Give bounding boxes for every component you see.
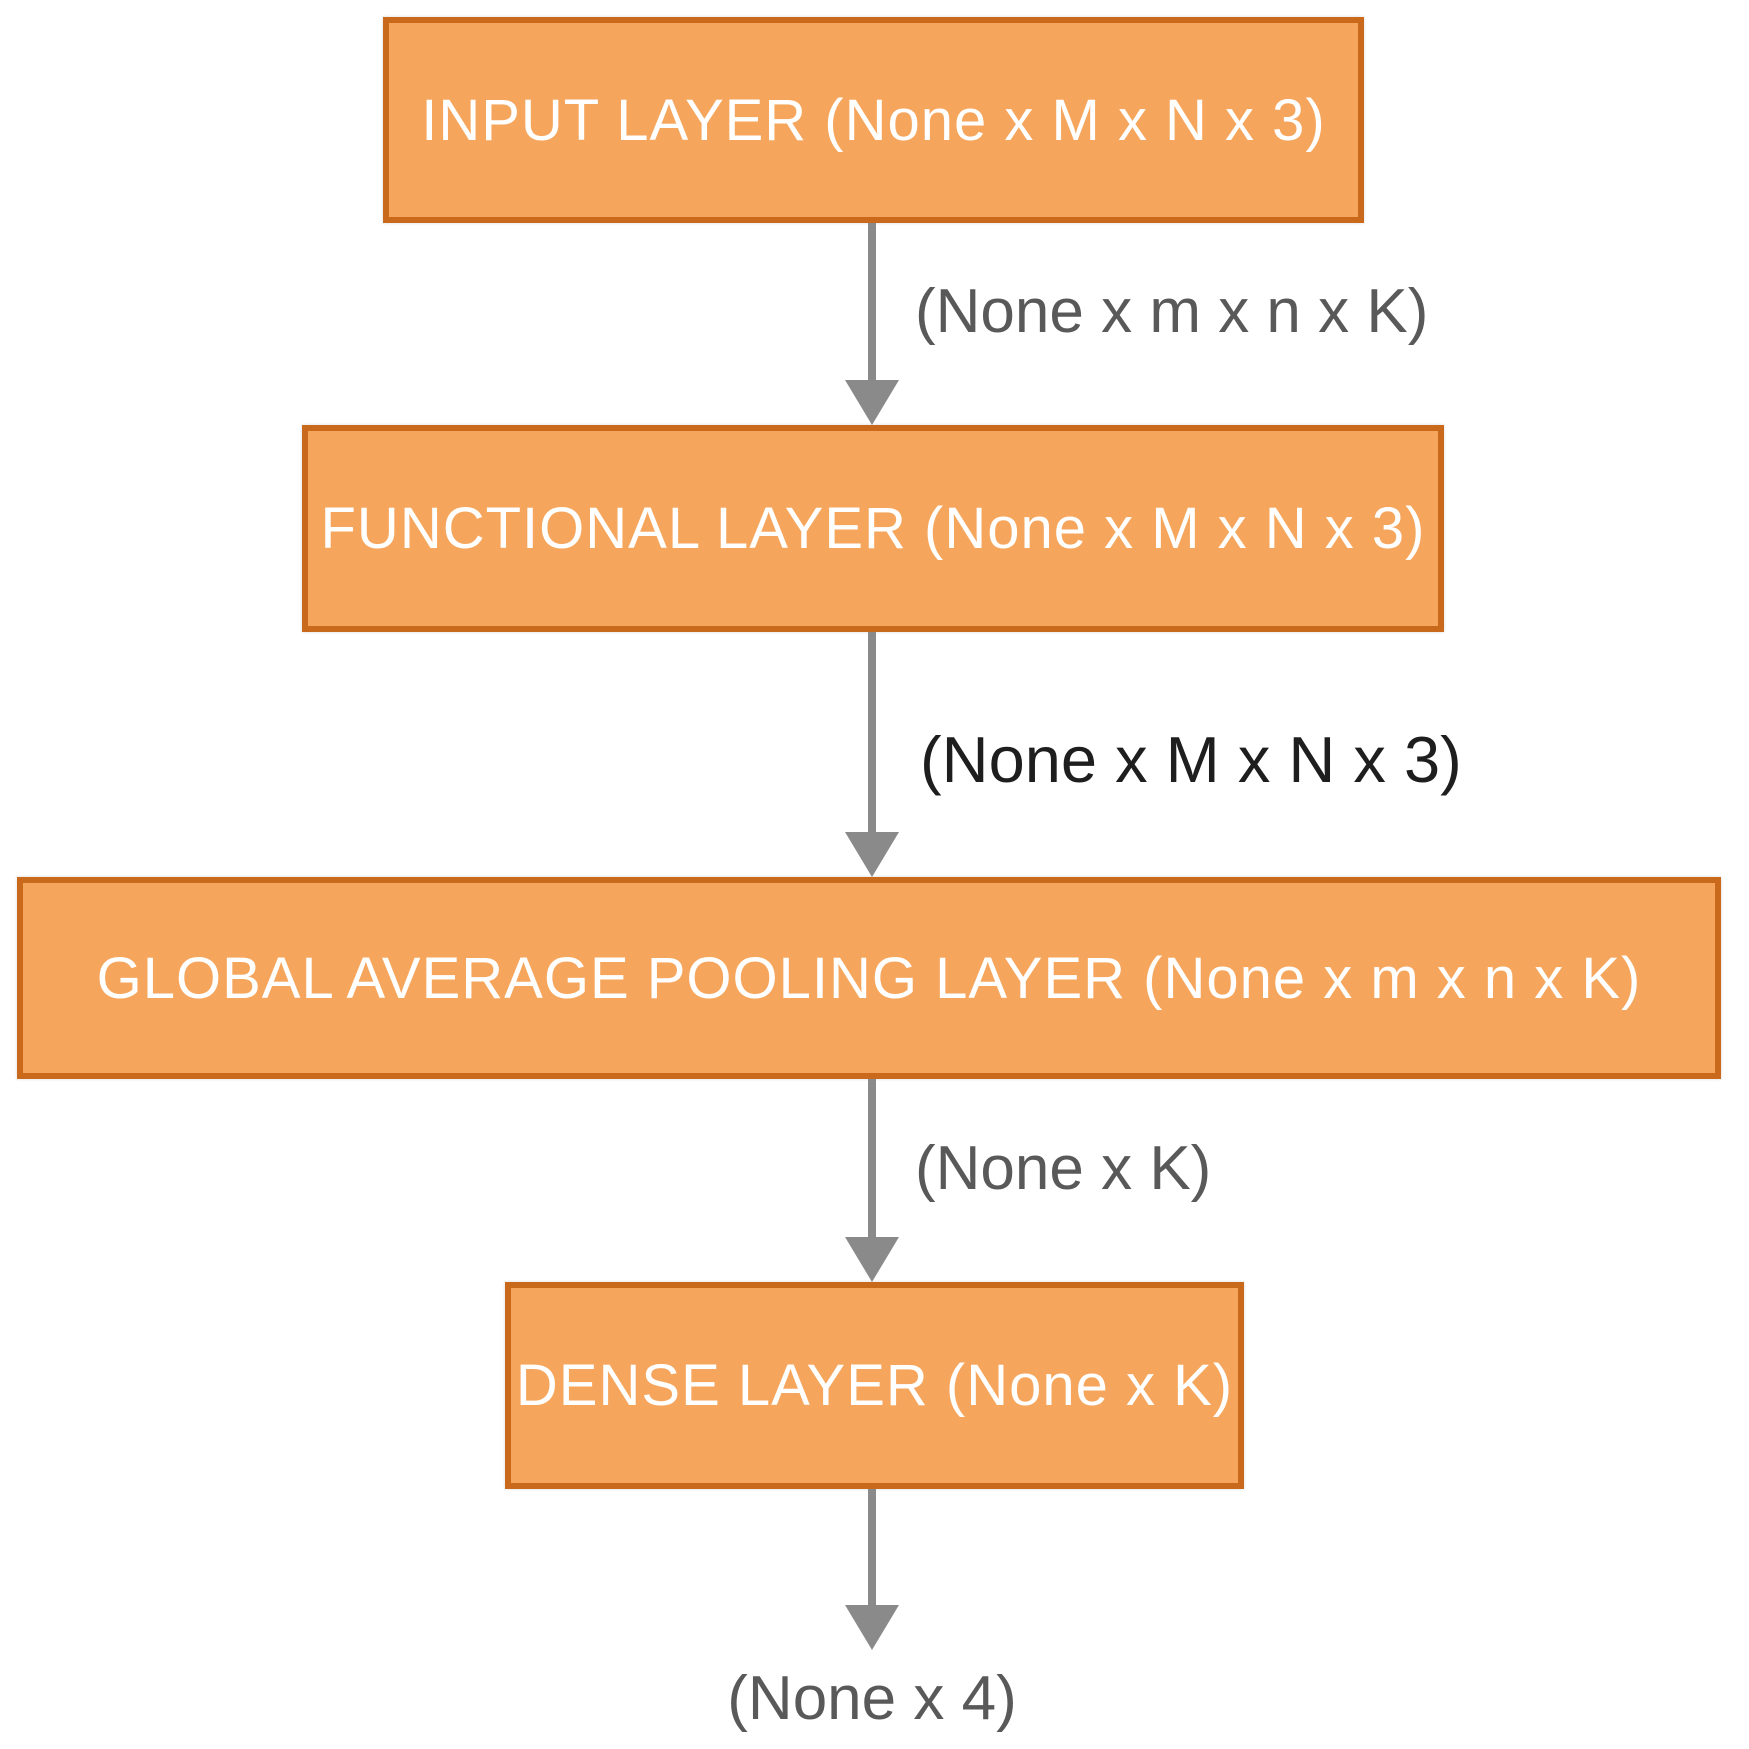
arrow-input-to-functional-head-icon (845, 380, 899, 425)
arrow-functional-to-gap-head-icon (845, 832, 899, 877)
layer-box-functional: FUNCTIONAL LAYER (None x M x N x 3) (302, 425, 1444, 632)
edge-label-functional-to-gap: (None x M x N x 3) (920, 723, 1462, 796)
edge-label-dense-output: (None x 4) (727, 1664, 1017, 1733)
arrow-dense-to-output-head-icon (845, 1605, 899, 1650)
layer-box-dense-label: DENSE LAYER (None x K) (515, 1353, 1234, 1418)
layer-box-global-average-pooling-label: GLOBAL AVERAGE POOLING LAYER (None x m x… (96, 945, 1642, 1011)
edge-label-gap-to-dense: (None x K) (915, 1134, 1212, 1203)
edge-label-input-to-functional: (None x m x n x K) (915, 277, 1429, 346)
layer-box-input: INPUT LAYER (None x M x N x 3) (383, 17, 1364, 223)
layer-box-input-label: INPUT LAYER (None x M x N x 3) (421, 87, 1326, 153)
arrow-input-to-functional-shaft (868, 223, 876, 383)
arrow-gap-to-dense-shaft (868, 1079, 876, 1237)
layer-box-functional-label: FUNCTIONAL LAYER (None x M x N x 3) (320, 496, 1426, 561)
arrow-gap-to-dense-head-icon (845, 1237, 899, 1282)
arrow-dense-to-output-shaft (868, 1489, 876, 1607)
layer-box-global-average-pooling: GLOBAL AVERAGE POOLING LAYER (None x m x… (17, 877, 1721, 1079)
arrow-functional-to-gap-shaft (868, 632, 876, 832)
layer-box-dense: DENSE LAYER (None x K) (505, 1282, 1244, 1489)
